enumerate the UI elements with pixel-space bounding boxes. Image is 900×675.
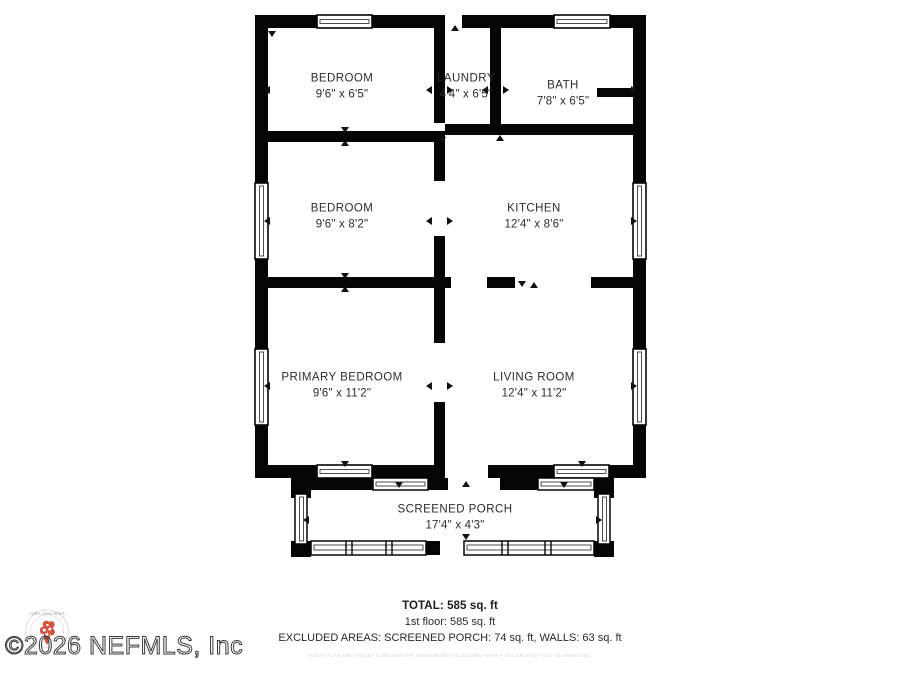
wall-interior-vert-mid-b	[434, 236, 445, 343]
door-marker-porch-top-right	[560, 482, 568, 488]
logo-outer-ring	[25, 609, 69, 653]
window-kitchen-right-pane	[637, 185, 642, 257]
door-marker-primary-left	[264, 382, 270, 390]
coral-emblem-logo: CORAL COVE MEDIA	[25, 609, 69, 653]
door-marker-bedroom2-door	[426, 217, 432, 225]
door-marker-laundry-bath-a	[482, 86, 488, 94]
door-marker-bedroom2-left	[264, 217, 270, 225]
porch-screen-right-pane	[602, 496, 607, 542]
wall-interior-vert-lower	[434, 402, 445, 478]
door-marker-bath-right	[631, 86, 637, 94]
door-marker-porch-top-left	[395, 482, 403, 488]
door-marker-living-right	[631, 382, 637, 390]
wall-interior-laundry-bath	[490, 15, 501, 135]
wall-exterior-left-2	[255, 259, 268, 349]
logo-ring-text: CORAL COVE MEDIA	[29, 611, 65, 615]
door-marker-bedroom2-bottom-a	[341, 273, 349, 279]
window-living-right-pane	[637, 351, 642, 423]
excluded-areas: EXCLUDED AREAS: SCREENED PORCH: 74 sq. f…	[278, 631, 622, 644]
porch-rail-top-right-a	[500, 478, 538, 490]
door-marker-bedroom1-left	[264, 86, 270, 94]
wall-exterior-right-1	[633, 15, 646, 183]
wall-exterior-right-3	[633, 425, 646, 478]
wall-interior-bath-bottom	[501, 124, 633, 135]
door-marker-bath-bottom	[496, 135, 504, 141]
porch-screen-left-pane	[299, 496, 304, 542]
wall-interior-vert-upper	[434, 15, 445, 123]
window-primary-left-pane	[259, 351, 264, 423]
window-bedroom2-left-pane	[259, 185, 264, 257]
door-marker-porch-right	[596, 516, 602, 524]
window-bath-top-pane	[556, 19, 608, 24]
door-marker-primary-door	[426, 382, 432, 390]
door-marker-kitchen-right	[631, 217, 637, 225]
door-marker-laundry-door	[447, 86, 453, 94]
disclaimer-text: FLOOR PLAN CREATED BY CUBICASA APP. MEAS…	[307, 652, 593, 658]
window-primary-bottom-pane	[319, 469, 370, 474]
mls-watermark: CORAL COVE MEDIA ©2026 NEFMLS, Inc	[2, 606, 243, 670]
porch-rail-top-left-b	[428, 478, 448, 490]
porch-rail-top-left-a	[311, 478, 373, 490]
door-marker-kitchen-door	[447, 217, 453, 225]
first-floor-area: 1st floor: 585 sq. ft	[404, 615, 496, 628]
door-marker-bedroom1-bottom-b	[341, 140, 349, 146]
door-marker-laundry-bath-b	[503, 86, 509, 94]
door-marker-porch-left	[303, 516, 309, 524]
wall-exterior-bottom-1	[255, 465, 317, 478]
wall-exterior-left-3	[255, 425, 268, 478]
door-marker-bedroom1-top	[268, 31, 276, 37]
logo-inner-ring	[30, 614, 64, 648]
door-marker-living-door	[447, 382, 453, 390]
door-marker-porch-entry	[462, 481, 470, 487]
wall-interior-kitchen-stub	[487, 277, 515, 288]
porch-post-mid-left	[426, 541, 440, 555]
wall-exterior-bottom-4	[609, 465, 646, 478]
wall-exterior-top-3	[462, 15, 554, 28]
wall-interior-living-stub	[591, 277, 646, 288]
door-marker-top-open	[451, 25, 459, 31]
window-living-bottom-pane	[556, 469, 607, 474]
door-marker-primary-bottom	[341, 461, 349, 467]
wall-exterior-bottom-2	[372, 465, 444, 478]
door-marker-living-opening	[530, 282, 538, 288]
window-bedroom1-top-pane	[319, 19, 370, 24]
wall-bath-stub	[597, 88, 641, 97]
porch-screen-bottom-left-pane	[313, 544, 424, 551]
area-summary: TOTAL: 585 sq. ft 1st floor: 585 sq. ft …	[0, 598, 900, 658]
door-marker-bedroom1-door	[426, 86, 432, 94]
wall-interior-laundry-bottom	[445, 124, 490, 135]
door-marker-bedroom2-bottom-b	[341, 286, 349, 292]
porch-post-bottom-left	[291, 541, 311, 557]
logo-coral-shape	[39, 620, 55, 645]
door-marker-porch-bottom	[462, 534, 470, 540]
porch-corner-block-right	[598, 478, 614, 494]
wall-exterior-right-2	[633, 259, 646, 349]
wall-exterior-top-1	[255, 15, 317, 28]
wall-interior-vert-mid-a	[434, 141, 445, 181]
door-marker-living-bottom	[578, 461, 586, 467]
porch-screen-bottom-right-pane	[466, 544, 592, 551]
door-markers-group	[264, 25, 637, 540]
wall-exterior-left-1	[255, 15, 268, 183]
wall-interior-bedroom2-bottom	[255, 277, 451, 288]
porch-corner-block-left	[291, 478, 307, 494]
door-marker-bedroom1-bottom-a	[341, 127, 349, 133]
wall-interior-bedroom1-bottom	[255, 131, 445, 142]
mls-copyright: ©2026 NEFMLS, Inc	[4, 632, 244, 661]
total-area: TOTAL: 585 sq. ft	[402, 600, 498, 612]
floor-plan-drawing	[0, 0, 900, 600]
wall-exterior-bottom-3	[488, 465, 554, 478]
wall-exterior-top-2	[372, 15, 434, 28]
porch-post-bottom-right	[594, 541, 614, 557]
door-marker-laundry-bottom	[438, 137, 446, 143]
plan-background	[0, 0, 900, 600]
door-marker-kitchen-opening	[518, 281, 526, 287]
